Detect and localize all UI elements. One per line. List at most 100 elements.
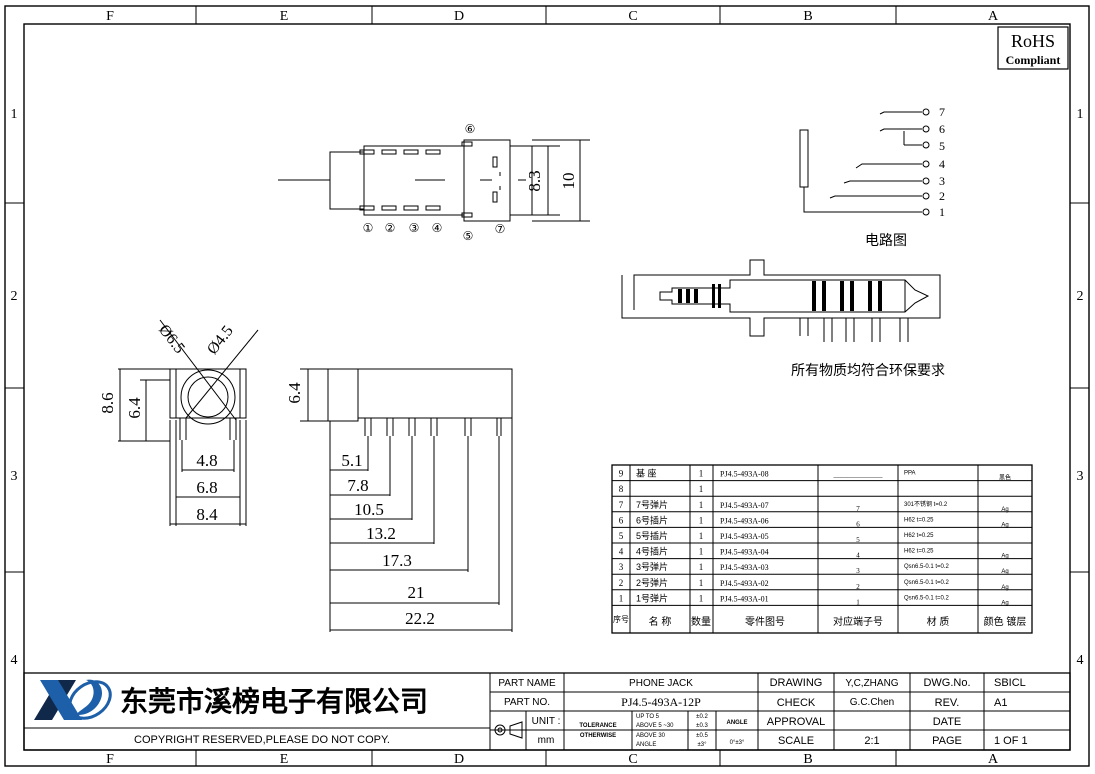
bom-cell-no: 5 xyxy=(619,531,624,541)
bom-cell-term: 3 xyxy=(856,567,860,575)
rev-label: REV. xyxy=(935,697,960,709)
bom-cell-no: 6 xyxy=(619,515,624,525)
bom-header-finish: 颜色 镀层 xyxy=(984,615,1027,628)
bom-cell-name: 6号插片 xyxy=(636,514,668,525)
bom-cell-part: PJ4.5-493A-05 xyxy=(720,532,769,541)
part-name: PHONE JACK xyxy=(629,678,693,689)
pin-callout: ⑥ xyxy=(465,122,476,136)
bom-cell-qty: 1 xyxy=(699,547,704,557)
col-label: A xyxy=(988,9,999,24)
side-view xyxy=(300,368,513,632)
rohs-subtitle: Compliant xyxy=(1006,53,1061,67)
bom-cell-finish: Ag xyxy=(1001,600,1008,606)
dim-diameter-outer: Ø6.5 xyxy=(155,322,188,357)
approval-label: APPROVAL xyxy=(767,716,826,728)
bom-header-mat: 材 质 xyxy=(927,615,950,628)
col-label: A xyxy=(988,752,999,767)
bom-cell-part: PJ4.5-493A-08 xyxy=(720,470,769,479)
check-value: G.C.Chen xyxy=(850,697,894,708)
col-label: F xyxy=(106,752,114,767)
bom-cell-qty: 1 xyxy=(699,562,704,572)
frame-columns-bottom: F E D C B A xyxy=(106,752,999,767)
col-label: F xyxy=(106,9,114,24)
rohs-badge: RoHS Compliant xyxy=(997,26,1069,70)
bom-cell-mat: Qsn6.5-0.1 t=0.2 xyxy=(904,564,950,570)
bom-cell-name: 7号弹片 xyxy=(636,499,668,510)
bom-cell-qty: 1 xyxy=(699,500,704,510)
front-view xyxy=(118,319,259,526)
bom-cell-mat: Qsn6.5-0.1 t=0.2 xyxy=(904,595,950,601)
bom-cell-part: PJ4.5-493A-04 xyxy=(720,548,769,557)
pin-callout: ④ xyxy=(432,221,443,235)
page-label: PAGE xyxy=(932,735,962,747)
pin-callout: ① xyxy=(363,221,374,235)
dim-height: 6.4 xyxy=(285,382,304,404)
bom-cell-no: 7 xyxy=(619,500,624,510)
bom-cell-finish: Ag xyxy=(1001,585,1008,591)
bom-cell-qty: 1 xyxy=(699,593,704,603)
part-name-label: PART NAME xyxy=(498,678,556,689)
dim-height-total: 8.6 xyxy=(98,392,117,413)
dim-diameter-inner: Ø4.5 xyxy=(204,323,237,358)
bom-cell-qty: 1 xyxy=(699,578,704,588)
col-label: C xyxy=(628,752,637,767)
bom-cell-term: 5 xyxy=(856,536,860,544)
bom-cell-part: PJ4.5-493A-07 xyxy=(720,501,769,510)
dim-length: 10.5 xyxy=(354,500,384,519)
dim-width-outer: 10 xyxy=(559,173,578,190)
bom-cell-no: 8 xyxy=(619,484,624,494)
tol-range: ANGLE xyxy=(636,742,656,748)
row-label: 1 xyxy=(1077,107,1084,122)
dim-width-inner: 8.3 xyxy=(525,170,544,191)
bom-cell-term: 7 xyxy=(856,505,860,513)
bom-cell-part: PJ4.5-493A-02 xyxy=(720,579,769,588)
bom-cell-part: PJ4.5-493A-01 xyxy=(720,594,769,603)
dim-length: 5.1 xyxy=(341,451,362,470)
bom-cell-name: 1号弹片 xyxy=(636,592,668,603)
bom-header: 序号 名 称 数量 零件图号 对应端子号 材 质 颜色 镀层 xyxy=(613,614,1026,628)
bom-cell-mat: 301不锈钢 t=0.2 xyxy=(904,500,948,508)
tol-value: ±0.5 xyxy=(696,733,708,739)
row-label: 4 xyxy=(1077,653,1084,668)
col-label: C xyxy=(628,9,637,24)
bom-cell-term: 2 xyxy=(856,583,860,591)
circuit-pin: 4 xyxy=(939,157,945,171)
dim-length: 21 xyxy=(408,583,425,602)
bom-cell-qty: 1 xyxy=(699,484,704,494)
circuit-pin: 2 xyxy=(939,189,945,203)
top-view-labels: ① ② ③ ④ ⑤ ⑦ ⑥ 8.3 10 xyxy=(363,122,578,243)
bom-header-qty: 数量 xyxy=(691,615,711,628)
row-label: 3 xyxy=(11,469,18,484)
circuit-pin: 6 xyxy=(939,122,945,136)
bom-cell-term: 1 xyxy=(856,598,860,606)
bom-cell-term: 4 xyxy=(856,552,860,560)
bom-cell-no: 3 xyxy=(619,562,624,572)
bom-cell-part: PJ4.5-493A-06 xyxy=(720,516,769,525)
bom-cell-no: 2 xyxy=(619,578,624,588)
bom-cell-finish: Ag xyxy=(1001,554,1008,560)
tol-range: ABOVE 30 xyxy=(636,733,666,739)
angle-value: 0°±3° xyxy=(730,740,745,746)
title-block: 东莞市溪榜电子有限公司 COPYRIGHT RESERVED,PLEASE DO… xyxy=(23,672,1071,751)
col-label: E xyxy=(280,752,289,767)
bom-cell-mat: H62 t=0.25 xyxy=(904,533,934,539)
part-no-label: PART NO. xyxy=(504,697,550,708)
otherwise-label: OTHERWISE xyxy=(580,733,616,739)
pin-callout: ③ xyxy=(409,221,420,235)
tol-value: ±0.2 xyxy=(696,714,708,720)
bom-cell-mat: H62 t=0.25 xyxy=(904,549,934,555)
rohs-title: RoHS xyxy=(1011,31,1055,51)
bom-cell-no: 9 xyxy=(619,469,624,479)
dim-width: 6.8 xyxy=(196,478,217,497)
circuit-diagram xyxy=(799,108,930,216)
bom-cell-term: 6 xyxy=(856,520,860,528)
rohs-statement: 所有物质均符合环保要求 xyxy=(791,362,945,378)
scale-value: 2:1 xyxy=(864,735,879,747)
circuit-labels: 7 6 5 4 3 2 1 电路图 xyxy=(865,105,945,248)
row-label: 2 xyxy=(11,289,18,304)
pin-callout: ⑦ xyxy=(495,222,506,236)
section-view xyxy=(621,259,941,342)
bom-cell-mat: H62 t=0.25 xyxy=(904,517,934,523)
unit-value: mm xyxy=(538,735,555,746)
